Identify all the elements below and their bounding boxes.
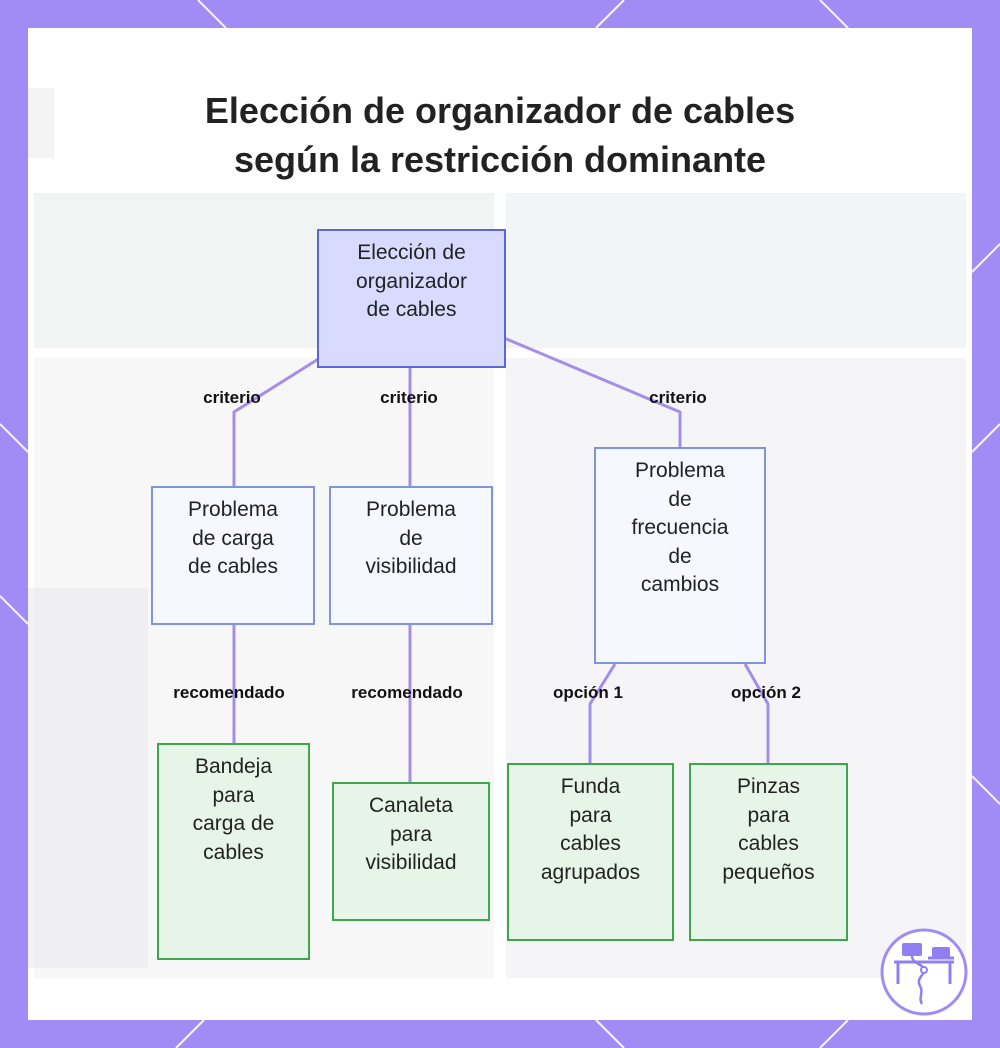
diagram-card: Elección de organizador de cables según … xyxy=(28,28,972,1020)
node-pinzas: Pinzas para cables pequeños xyxy=(689,763,848,941)
edge-frecuencia-funda xyxy=(590,664,615,763)
node-funda-label: Funda para cables agrupados xyxy=(541,773,640,887)
desk-cable-logo-icon xyxy=(880,928,968,1016)
edge-label-criterio-3: criterio xyxy=(649,388,707,408)
node-carga: Problema de carga de cables xyxy=(151,486,315,625)
edge-label-recomendado-2: recomendado xyxy=(351,683,462,703)
node-funda: Funda para cables agrupados xyxy=(507,763,674,941)
node-root: Elección de organizador de cables xyxy=(317,229,506,368)
edge-label-opcion-1: opción 1 xyxy=(553,683,623,703)
node-bandeja: Bandeja para carga de cables xyxy=(157,743,310,960)
node-root-label: Elección de organizador de cables xyxy=(356,239,467,325)
node-canaleta-label: Canaleta para visibilidad xyxy=(365,792,456,878)
node-pinzas-label: Pinzas para cables pequeños xyxy=(722,773,814,887)
edge-frecuencia-pinzas xyxy=(745,664,768,763)
node-bandeja-label: Bandeja para carga de cables xyxy=(193,753,275,867)
edge-label-opcion-2: opción 2 xyxy=(731,683,801,703)
node-frecuencia-label: Problema de frecuencia de cambios xyxy=(632,457,729,600)
edge-label-recomendado-1: recomendado xyxy=(173,683,284,703)
node-canaleta: Canaleta para visibilidad xyxy=(332,782,490,921)
edge-root-carga xyxy=(234,358,320,486)
node-carga-label: Problema de carga de cables xyxy=(188,496,278,582)
node-visibilidad-label: Problema de visibilidad xyxy=(365,496,456,582)
edge-label-criterio-2: criterio xyxy=(380,388,438,408)
node-frecuencia: Problema de frecuencia de cambios xyxy=(594,447,766,664)
edge-label-criterio-1: criterio xyxy=(203,388,261,408)
node-visibilidad: Problema de visibilidad xyxy=(329,486,493,625)
